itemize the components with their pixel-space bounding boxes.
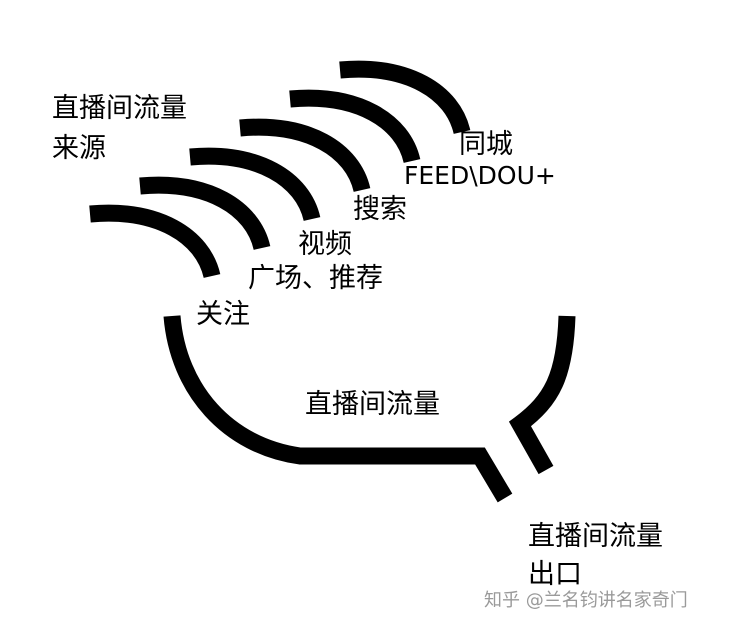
channel-square-recommend: 广场、推荐 xyxy=(248,262,383,296)
source-arc-1 xyxy=(90,213,212,276)
bowl-right-wall xyxy=(520,316,567,470)
exit-label-line-2: 出口 xyxy=(528,558,582,592)
sources-title-line-1: 直播间流量 xyxy=(52,92,187,126)
channel-search: 搜索 xyxy=(353,193,407,227)
watermark: 知乎 @兰名钧讲名家奇门 xyxy=(484,590,688,612)
pool-label: 直播间流量 xyxy=(305,388,440,422)
channel-follow: 关注 xyxy=(196,298,250,332)
channel-same-city: 同城 xyxy=(459,128,513,162)
channel-feed-dou: FEED\DOU+ xyxy=(404,159,556,193)
channel-video: 视频 xyxy=(298,228,352,262)
exit-label-line-1: 直播间流量 xyxy=(528,520,663,554)
sources-title-line-2: 来源 xyxy=(52,132,106,166)
